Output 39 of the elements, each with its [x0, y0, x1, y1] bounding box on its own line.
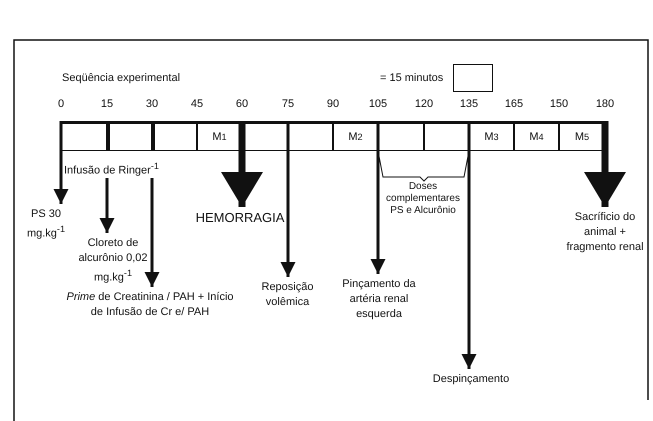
timeline-cell [288, 121, 333, 151]
tick-label: 60 [234, 97, 250, 112]
event-label: HEMORRAGIA [180, 210, 300, 225]
legend-text: = 15 minutos [380, 71, 444, 86]
event-label: Despinçamento [420, 372, 522, 387]
event-label: Prime de Creatinina / PAH + Início de Infusão de Cr e/ PAH [60, 290, 240, 320]
tick-label: 135 [458, 97, 480, 112]
event-label: Sacríficio do animal + fragmento renal [560, 210, 650, 255]
timeline-cell [152, 121, 197, 151]
tick-label: 75 [280, 97, 296, 112]
event-label: Cloreto de alcurônio 0,02 mg.kg$^{-1}$ [76, 236, 150, 286]
event-label: Pinçamento da artéria renal esquerda [334, 277, 424, 322]
diagram-heading: Seqüência experimental [62, 71, 182, 86]
timeline-cell [61, 121, 107, 151]
arrow [221, 121, 263, 207]
arrow [370, 121, 386, 274]
arrow [584, 121, 626, 207]
tick-label: 90 [326, 97, 340, 112]
arrow [54, 121, 68, 204]
event-label: Reposição volêmica [245, 280, 330, 310]
tick-label: 0 [56, 97, 66, 112]
arrow [462, 121, 476, 369]
tick-label: 15 [100, 97, 114, 112]
event-label: PS 30 mg.kg$^{-1}$ [16, 207, 76, 242]
arrow [100, 178, 114, 233]
tick-label: 165 [504, 97, 524, 112]
timeline-cell [107, 121, 152, 151]
arrow [144, 178, 160, 287]
tick-label: 150 [548, 97, 570, 112]
row-label: Infusão de Ringer$^{-1}$ [64, 159, 234, 179]
tick-label: 45 [190, 97, 204, 112]
tick-label: 180 [594, 97, 616, 112]
timeline-cell [378, 121, 424, 151]
tick-label: 30 [144, 97, 160, 112]
tick-label: 120 [414, 97, 434, 112]
timeline-cell [424, 121, 469, 151]
tick-label: 105 [368, 97, 388, 112]
arrow [280, 121, 296, 277]
brace-note: Doses complementares PS e Alcurônio [385, 181, 461, 217]
